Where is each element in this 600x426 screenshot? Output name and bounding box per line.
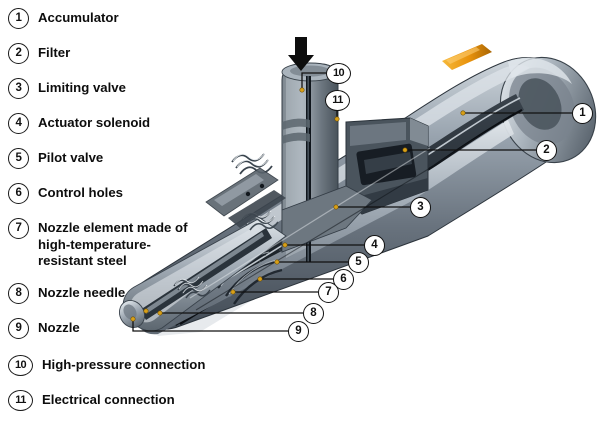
legend-item-2[interactable]: 2 Filter bbox=[8, 43, 70, 64]
callout-3-limiting-valve[interactable]: 3 bbox=[410, 197, 431, 218]
legend-number-10: 10 bbox=[8, 355, 33, 376]
legend-label-3: Limiting valve bbox=[38, 80, 126, 95]
injector-illustration bbox=[110, 14, 600, 354]
callout-4-actuator-solenoid[interactable]: 4 bbox=[364, 235, 385, 256]
legend-label-7: Nozzle element made of high-temperature-… bbox=[38, 220, 188, 268]
legend-item-1[interactable]: 1 Accumulator bbox=[8, 8, 119, 29]
legend-number-9: 9 bbox=[8, 318, 29, 339]
callout-2-filter[interactable]: 2 bbox=[536, 140, 557, 161]
legend-label-9: Nozzle bbox=[38, 320, 80, 335]
callout-5-pilot-valve[interactable]: 5 bbox=[348, 252, 369, 273]
legend-item-5[interactable]: 5 Pilot valve bbox=[8, 148, 103, 169]
callout-11-electrical-connection[interactable]: 11 bbox=[325, 90, 350, 111]
callout-7-nozzle-element[interactable]: 7 bbox=[318, 282, 339, 303]
callout-10-high-pressure-connection[interactable]: 10 bbox=[326, 63, 351, 84]
legend-label-5: Pilot valve bbox=[38, 150, 104, 165]
legend-number-4: 4 bbox=[8, 113, 29, 134]
legend-label-11: Electrical connection bbox=[42, 392, 175, 407]
legend-item-9[interactable]: 9 Nozzle bbox=[8, 318, 80, 339]
legend-number-1: 1 bbox=[8, 8, 29, 29]
legend-label-6: Control holes bbox=[38, 185, 123, 200]
callout-6-control-holes[interactable]: 6 bbox=[333, 269, 354, 290]
legend-number-6: 6 bbox=[8, 183, 29, 204]
legend-number-2: 2 bbox=[8, 43, 29, 64]
legend-list: 1 Accumulator 2 Filter 3 Limiting valve … bbox=[0, 0, 230, 426]
legend-number-11: 11 bbox=[8, 390, 33, 411]
legend-number-7: 7 bbox=[8, 218, 29, 239]
legend-item-8[interactable]: 8 Nozzle needle bbox=[8, 283, 125, 304]
legend-item-11[interactable]: 11 Electrical connection bbox=[8, 390, 175, 411]
legend-item-6[interactable]: 6 Control holes bbox=[8, 183, 123, 204]
legend-label-2: Filter bbox=[38, 45, 71, 60]
legend-item-10[interactable]: 10 High-pressure connection bbox=[8, 355, 205, 376]
legend-label-8: Nozzle needle bbox=[38, 285, 126, 300]
callout-8-nozzle-needle[interactable]: 8 bbox=[303, 303, 324, 324]
legend-label-10: High-pressure connection bbox=[42, 357, 206, 372]
legend-number-5: 5 bbox=[8, 148, 29, 169]
legend-label-1: Accumulator bbox=[38, 10, 119, 25]
legend-item-3[interactable]: 3 Limiting valve bbox=[8, 78, 126, 99]
legend-number-3: 3 bbox=[8, 78, 29, 99]
legend-item-7[interactable]: 7 Nozzle element made of high-temperatur… bbox=[8, 218, 188, 270]
legend-label-4: Actuator solenoid bbox=[38, 115, 151, 130]
callout-1-accumulator[interactable]: 1 bbox=[572, 103, 593, 124]
legend-item-4[interactable]: 4 Actuator solenoid bbox=[8, 113, 150, 134]
callout-9-nozzle[interactable]: 9 bbox=[288, 321, 309, 342]
legend-number-8: 8 bbox=[8, 283, 29, 304]
